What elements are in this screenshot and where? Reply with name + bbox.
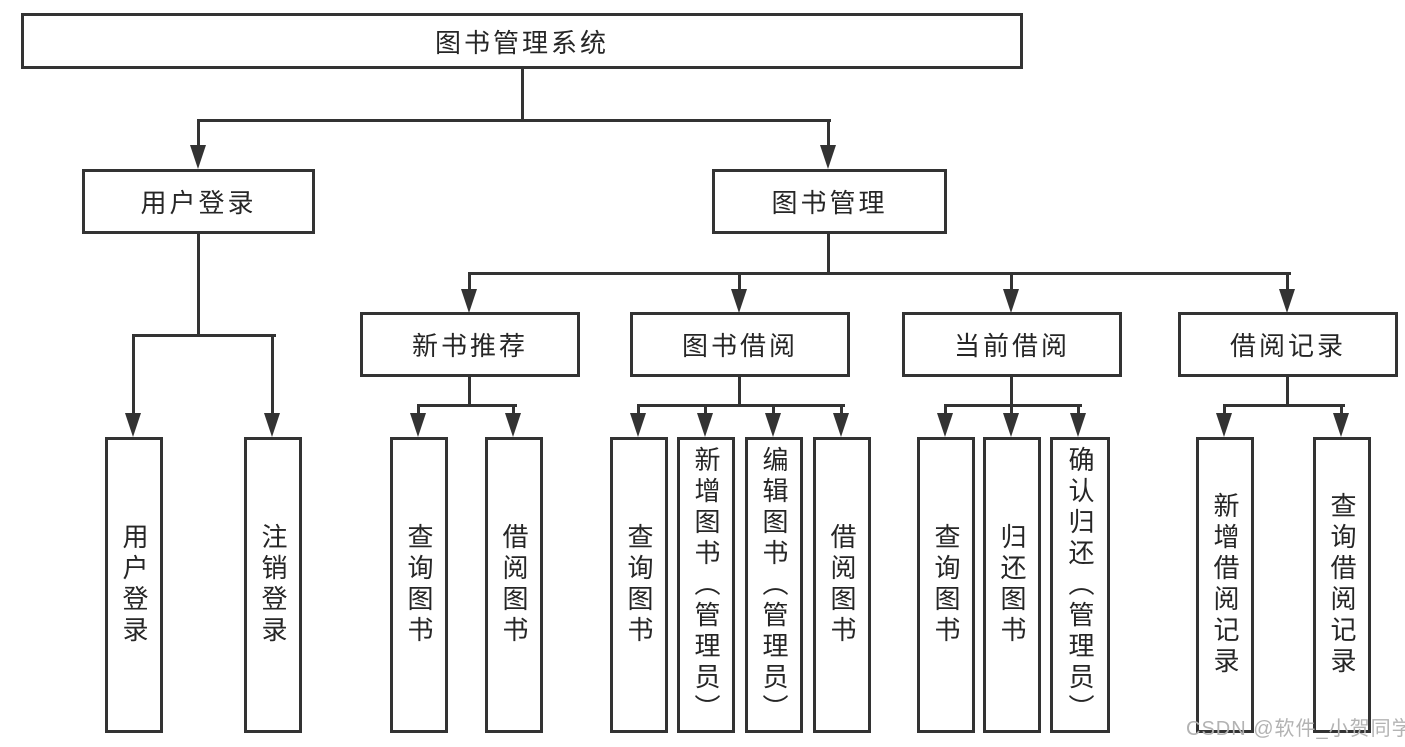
- connector-line: [417, 404, 420, 416]
- node-book-management: 图书管理: [712, 169, 947, 234]
- connector-line: [944, 404, 947, 416]
- leaf-logout: 注销登录: [244, 437, 302, 733]
- connector-line: [1010, 404, 1013, 416]
- connector-line: [944, 404, 1082, 407]
- connector-line: [468, 272, 471, 291]
- leaf-borrow-books: 借阅图书: [813, 437, 871, 733]
- arrow-down-icon: [1216, 413, 1232, 437]
- arrow-down-icon: [630, 413, 646, 437]
- leaf-search-books-borrowing: 查询图书: [610, 437, 668, 733]
- node-user-login: 用户登录: [82, 169, 315, 234]
- node-book-borrowing: 图书借阅: [630, 312, 850, 377]
- arrow-down-icon: [1333, 413, 1349, 437]
- connector-line: [468, 272, 1291, 275]
- connector-line: [1010, 377, 1013, 407]
- connector-line: [132, 334, 276, 337]
- connector-line: [637, 404, 640, 416]
- leaf-return-books: 归还图书: [983, 437, 1041, 733]
- arrow-down-icon: [1070, 413, 1086, 437]
- connector-line: [1286, 377, 1289, 407]
- connector-line: [1010, 272, 1013, 291]
- leaf-confirm-return-admin: 确认归还（管理员）: [1050, 437, 1110, 733]
- arrow-down-icon: [820, 145, 836, 169]
- arrow-down-icon: [125, 413, 141, 437]
- csdn-watermark: CSDN @软件_小贺同学: [1186, 718, 1405, 740]
- connector-line: [197, 234, 200, 337]
- arrow-down-icon: [264, 413, 280, 437]
- connector-line: [738, 272, 741, 291]
- arrow-down-icon: [731, 289, 747, 313]
- node-current-borrowing: 当前借阅: [902, 312, 1122, 377]
- arrow-down-icon: [833, 413, 849, 437]
- node-borrow-records: 借阅记录: [1178, 312, 1398, 377]
- node-new-book-recommend: 新书推荐: [360, 312, 580, 377]
- connector-line: [1340, 404, 1343, 416]
- connector-line: [738, 377, 741, 407]
- leaf-search-books-current: 查询图书: [917, 437, 975, 733]
- arrow-down-icon: [937, 413, 953, 437]
- node-root: 图书管理系统: [21, 13, 1023, 69]
- leaf-user-login: 用户登录: [105, 437, 163, 733]
- connector-line: [197, 119, 831, 122]
- connector-line: [468, 377, 471, 407]
- arrow-down-icon: [697, 413, 713, 437]
- leaf-add-books-admin: 新增图书（管理员）: [677, 437, 735, 733]
- connector-line: [1223, 404, 1226, 416]
- connector-line: [1223, 404, 1345, 407]
- connector-line: [271, 334, 274, 415]
- connector-line: [827, 119, 830, 147]
- arrow-down-icon: [190, 145, 206, 169]
- connector-line: [772, 404, 775, 416]
- arrow-down-icon: [410, 413, 426, 437]
- arrow-down-icon: [461, 289, 477, 313]
- leaf-search-borrow-record: 查询借阅记录: [1313, 437, 1371, 733]
- arrow-down-icon: [1003, 289, 1019, 313]
- connector-line: [132, 334, 135, 415]
- arrow-down-icon: [765, 413, 781, 437]
- arrow-down-icon: [1279, 289, 1295, 313]
- connector-line: [637, 404, 845, 407]
- connector-line: [1077, 404, 1080, 416]
- connector-line: [197, 119, 200, 147]
- leaf-search-books-recommend: 查询图书: [390, 437, 448, 733]
- connector-line: [1286, 272, 1289, 291]
- connector-line: [417, 404, 517, 407]
- leaf-add-borrow-record: 新增借阅记录: [1196, 437, 1254, 733]
- connector-line: [840, 404, 843, 416]
- connector-line: [521, 68, 524, 122]
- connector-line: [704, 404, 707, 416]
- connector-line: [512, 404, 515, 416]
- connector-line: [827, 234, 830, 275]
- arrow-down-icon: [505, 413, 521, 437]
- arrow-down-icon: [1003, 413, 1019, 437]
- leaf-borrow-books-recommend: 借阅图书: [485, 437, 543, 733]
- leaf-edit-books-admin: 编辑图书（管理员）: [745, 437, 803, 733]
